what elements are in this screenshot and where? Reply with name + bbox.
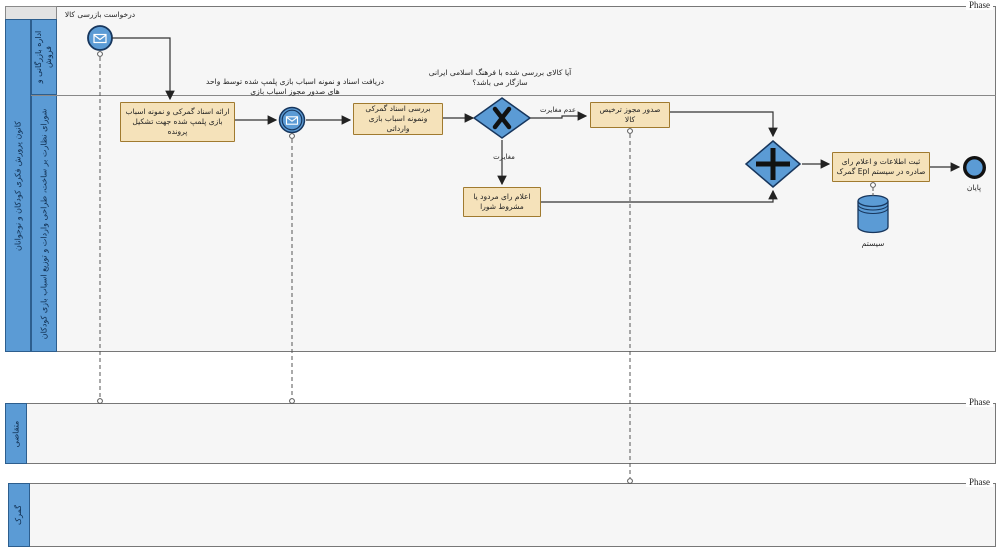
phase-label-customs: Phase <box>966 477 993 487</box>
task-register-epl: ثبت اطلاعات و اعلام رای صادره در سیستم E… <box>832 152 930 182</box>
task-submit-docs: ارائه اسناد گمرکی و نمونه اسباب بازی پلم… <box>120 102 235 142</box>
lane-divider <box>31 95 996 96</box>
pool-main-label: کانون پرورش فکری کودکان و نوجوانان <box>13 120 22 251</box>
datastore <box>856 193 890 239</box>
task-issue-clearance: صدور مجوز ترخیص کالا <box>590 102 670 128</box>
lane-council-label: شورای نظارت بر ساخت، طراحی واردات و توزی… <box>39 108 48 339</box>
intermediate-message-event <box>278 106 306 134</box>
pool-applicant: Phase <box>5 397 996 464</box>
edge-label-conflict: مغایرت <box>483 153 525 161</box>
task-review-docs: بررسی اسناد گمرکی ونمونه اسباب بازی وارد… <box>353 103 443 135</box>
receive-event-label: دریافت اسناد و نمونه اسباب بازی پلمپ شده… <box>206 77 384 96</box>
lane-council-band <box>31 95 57 352</box>
start-event-label: درخواست بازرسی کالا <box>64 10 136 19</box>
exclusive-gateway-icon <box>472 97 532 139</box>
lane-sales-label: اداره بازرگانی و فروش <box>34 30 53 84</box>
exclusive-gateway <box>472 96 532 140</box>
pool-applicant-band <box>5 403 27 464</box>
message-icon <box>278 106 306 134</box>
gateway-question-label: آیا کالای بررسی شده با فرهنگ اسلامی ایرا… <box>428 68 572 87</box>
phase-label-main: Phase <box>966 0 993 10</box>
datastore-label: سیستم <box>861 239 885 248</box>
message-icon <box>87 25 113 51</box>
start-message-event <box>86 24 114 52</box>
pool-customs-band <box>8 483 30 547</box>
end-event-icon <box>962 155 987 180</box>
end-event-label: پایان <box>966 183 982 192</box>
task-announce-verdict: اعلام رای مردود یا مشروط شورا <box>463 187 541 217</box>
pool-main-label-band <box>5 19 31 352</box>
parallel-gateway <box>744 139 802 189</box>
pool-customs: Phase <box>8 477 996 547</box>
parallel-gateway-icon <box>744 140 802 188</box>
phase-label-applicant: Phase <box>966 397 993 407</box>
end-event <box>962 155 987 180</box>
pool-customs-label: گمرک <box>14 504 23 525</box>
edge-label-no-conflict: عدم مغایرت <box>530 106 586 114</box>
pool-applicant-label: متقاضی <box>11 420 20 447</box>
lane-sales-band <box>31 19 57 95</box>
database-icon <box>857 194 889 234</box>
